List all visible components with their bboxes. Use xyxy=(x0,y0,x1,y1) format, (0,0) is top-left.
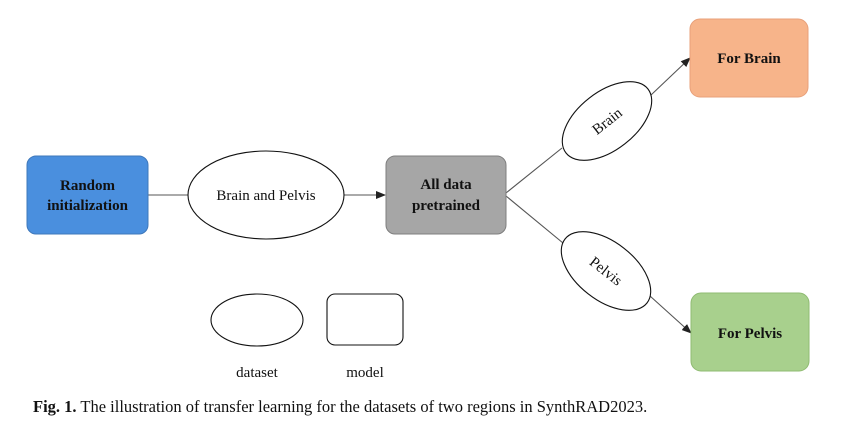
brain-and-pelvis-label: Brain and Pelvis xyxy=(216,188,315,204)
edge-all-data-to-pelvis-dataset xyxy=(505,195,564,244)
edge-brain-dataset-to-for-brain xyxy=(650,57,691,96)
figure-caption-prefix: Fig. 1. xyxy=(33,397,77,416)
legend-dataset-ellipse xyxy=(210,293,304,347)
brain-dataset-node: Brain xyxy=(561,81,653,161)
all-data-pretrained-box xyxy=(385,155,507,235)
random-initialization-box xyxy=(26,155,149,235)
all-data-pretrained-label-line2: pretrained xyxy=(412,198,481,214)
for-pelvis-node: For Pelvis xyxy=(690,292,810,372)
all-data-pretrained-label-line1: All data xyxy=(420,177,472,193)
brain-and-pelvis-ellipse xyxy=(187,150,345,240)
edge-all-data-to-brain-dataset xyxy=(505,147,563,194)
legend-model-box xyxy=(326,293,404,346)
figure-caption: Fig. 1. The illustration of transfer lea… xyxy=(33,397,833,417)
for-brain-box xyxy=(689,18,809,98)
legend-model-label: model xyxy=(346,365,384,381)
random-initialization-node: Random initialization xyxy=(26,155,149,235)
for-pelvis-box xyxy=(690,292,810,372)
figure-caption-text: The illustration of transfer learning fo… xyxy=(76,397,648,416)
brain-dataset-ellipse xyxy=(561,81,653,161)
edge-pelvis-dataset-to-for-pelvis xyxy=(649,295,692,334)
random-initialization-label-line1: Random xyxy=(60,178,116,194)
for-pelvis-label: For Pelvis xyxy=(718,326,782,342)
legend-dataset-label: dataset xyxy=(236,365,278,381)
legend: dataset model xyxy=(210,293,404,381)
for-brain-label: For Brain xyxy=(717,51,781,67)
random-initialization-label-line2: initialization xyxy=(47,198,128,214)
brain-and-pelvis-dataset-node: Brain and Pelvis xyxy=(187,150,345,240)
pelvis-dataset-ellipse xyxy=(560,231,652,311)
for-brain-node: For Brain xyxy=(689,18,809,98)
all-data-pretrained-node: All data pretrained xyxy=(385,155,507,235)
pelvis-dataset-node: Pelvis xyxy=(560,231,652,311)
